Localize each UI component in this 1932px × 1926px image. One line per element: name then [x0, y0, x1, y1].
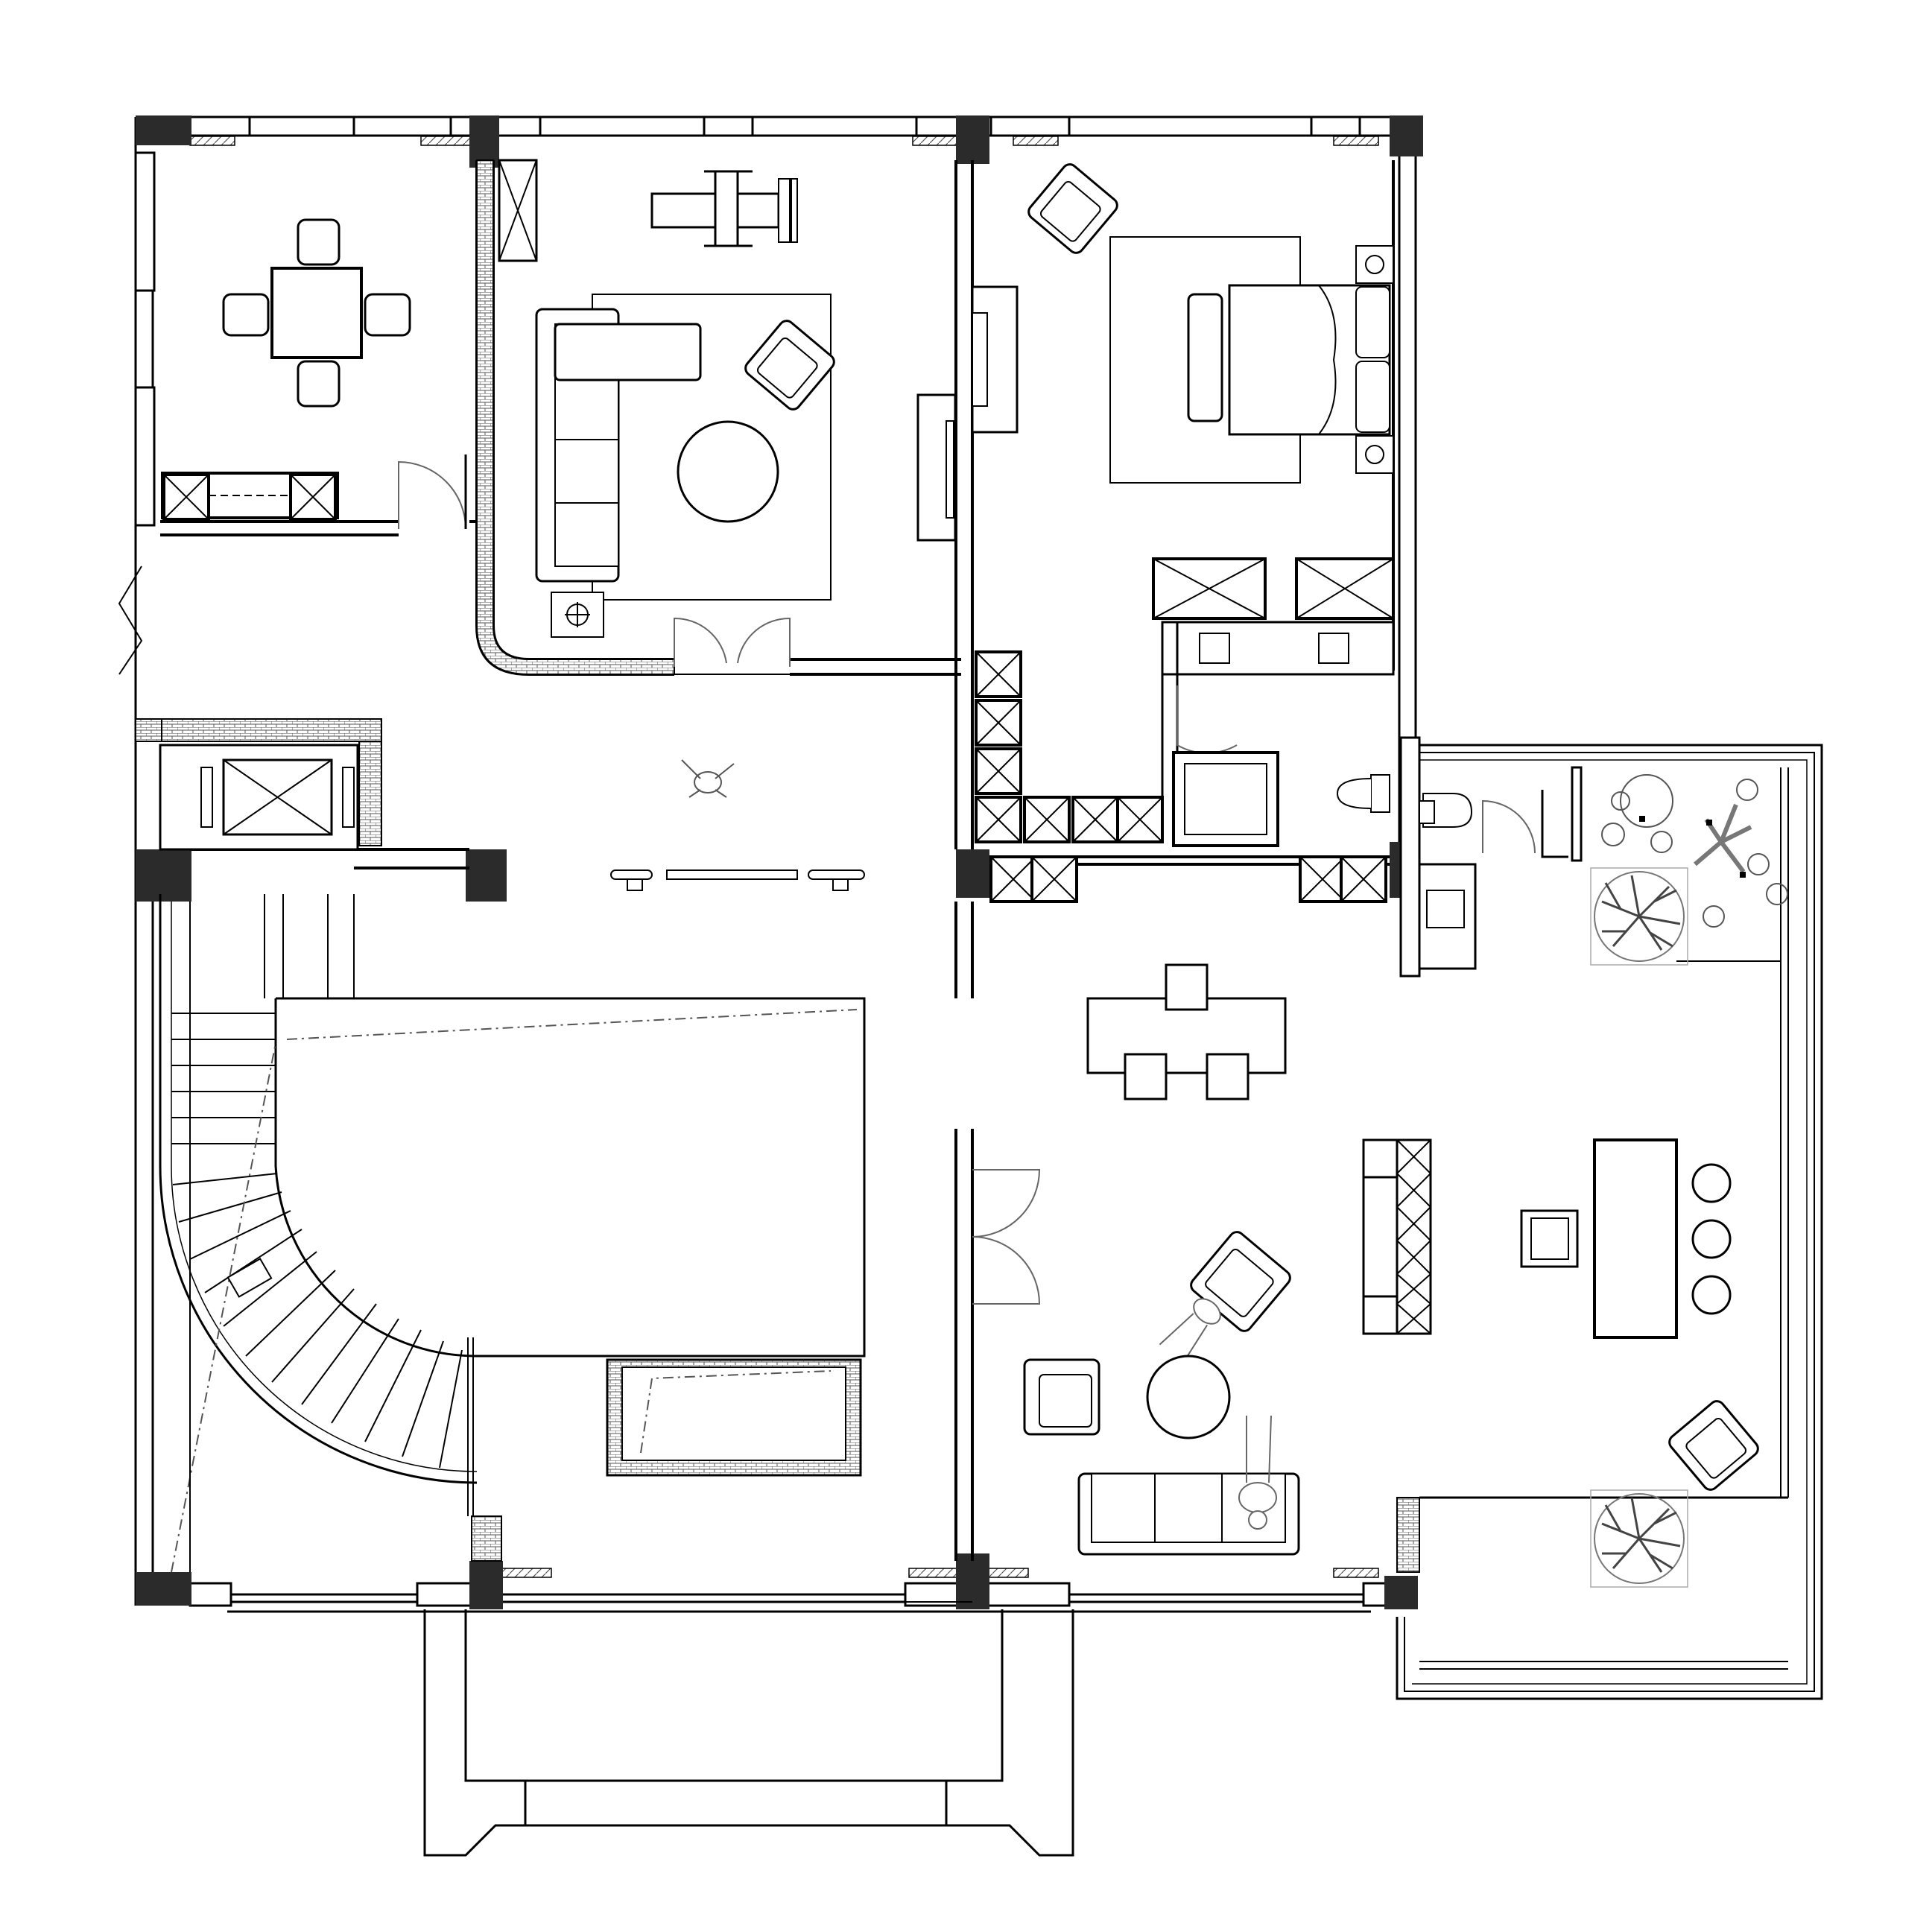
- stair-icon: [171, 1013, 463, 1469]
- chair-icon: [1165, 963, 1209, 1011]
- door-swing-icon: [1176, 685, 1238, 754]
- door-swing-icon: [398, 460, 466, 530]
- armchair-icon: [1520, 1209, 1579, 1268]
- door-swing-icon: [118, 566, 143, 675]
- stair-void: [159, 894, 866, 1573]
- dining-nook: [161, 218, 467, 530]
- sink-icon: [1199, 633, 1230, 664]
- powder-room: [1399, 736, 1574, 978]
- lamp-icon: [551, 592, 604, 638]
- armchair-icon: [1023, 1358, 1100, 1436]
- chair-icon: [364, 293, 411, 337]
- coffee-table: [677, 420, 779, 523]
- elevator-icon: [135, 718, 382, 851]
- master-bedroom: [971, 163, 1394, 484]
- chair-icon: [297, 218, 341, 266]
- person-icon: [681, 759, 735, 798]
- study-lounge: [498, 159, 957, 675]
- sink-icon: [1426, 890, 1465, 928]
- hall: [610, 759, 865, 891]
- armchair-icon: [1027, 163, 1118, 254]
- toilet-icon: [1336, 774, 1390, 813]
- roof-terrace: [1396, 744, 1823, 1700]
- armchair-icon: [1668, 1400, 1759, 1491]
- living-dining: [972, 963, 1732, 1556]
- sofa-icon: [535, 308, 702, 583]
- balcony: [423, 1601, 1074, 1857]
- stool: [1691, 1219, 1732, 1259]
- stool: [1691, 1275, 1732, 1315]
- column-icon: [136, 115, 1423, 1609]
- door-swing-icon: [1482, 799, 1536, 854]
- chair-icon: [297, 360, 341, 408]
- toilet-icon: [1419, 793, 1473, 828]
- coffee-table: [1146, 1355, 1231, 1439]
- door-swing-icon: [972, 1169, 1041, 1305]
- desk: [650, 170, 798, 247]
- chair-icon: [1206, 1053, 1250, 1100]
- door-swing-icon: [674, 617, 791, 667]
- person-icon: [1238, 1415, 1277, 1530]
- armchair-icon: [744, 320, 835, 411]
- dining-table: [270, 267, 363, 359]
- person-icon: [1159, 1298, 1221, 1364]
- chair-icon: [1124, 1053, 1168, 1100]
- wardrobe-bath: [1152, 557, 1395, 847]
- bed-icon: [1228, 284, 1391, 436]
- tree-icon: [1589, 774, 1788, 1588]
- sink-icon: [1318, 633, 1349, 664]
- stool: [1691, 1163, 1732, 1203]
- chair-icon: [222, 293, 270, 337]
- lamp-icon: [1355, 245, 1394, 474]
